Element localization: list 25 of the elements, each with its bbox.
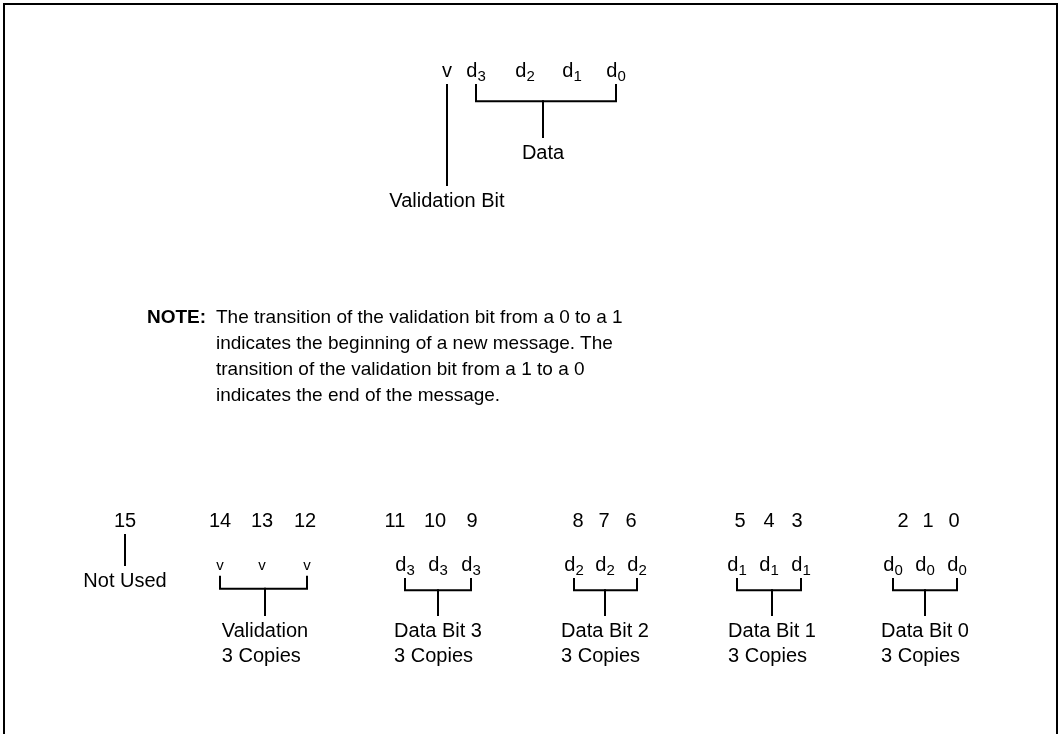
bit-number: 9 (466, 508, 478, 533)
bit-number: 1 (922, 508, 934, 533)
bit-number: 3 (791, 508, 803, 533)
bracket-line (264, 574, 308, 617)
bracket-line (446, 83, 448, 187)
bit-number: 7 (598, 508, 610, 533)
bit-number: 6 (625, 508, 637, 533)
bracket-line (924, 577, 958, 617)
bit-number: 13 (250, 508, 274, 533)
bracket-line (542, 83, 617, 139)
bit-number: 11 (384, 508, 406, 533)
bracket-line (771, 577, 802, 617)
note-text: The transition of the validation bit from a 0 to a 1 indicates the beginning of a new message. The transition of the validation bit from a 1 to a 0 indicates the end of the message. (216, 305, 624, 407)
bit-number: 2 (897, 508, 909, 533)
bracket-line (124, 533, 126, 567)
bit-number: 4 (763, 508, 775, 533)
bit-number: 12 (293, 508, 317, 533)
bracket-line (437, 577, 472, 617)
bit-number: 10 (423, 508, 447, 533)
bit-number: 5 (734, 508, 746, 533)
note-heading: NOTE: (147, 305, 207, 329)
bit-number: 8 (572, 508, 584, 533)
bit-number: 0 (948, 508, 960, 533)
bracket-line (604, 577, 638, 617)
bit-number: 14 (208, 508, 232, 533)
